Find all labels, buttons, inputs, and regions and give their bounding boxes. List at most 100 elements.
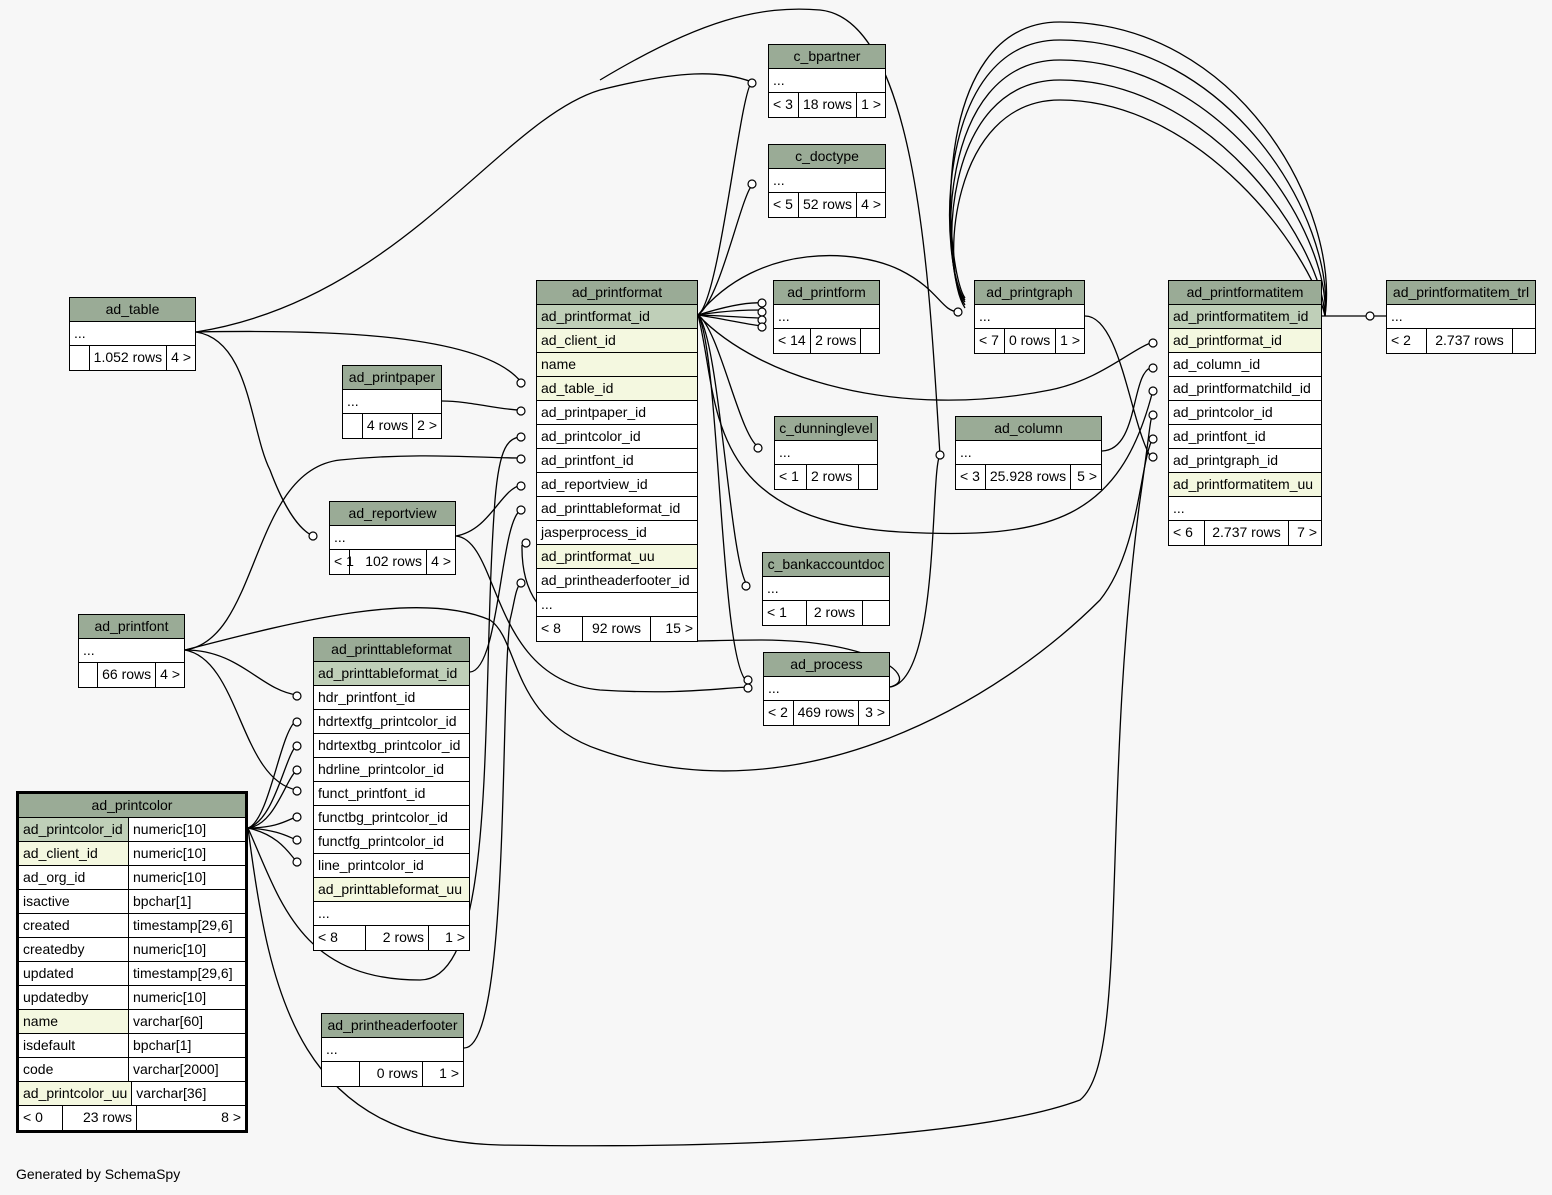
column-ad_printformatitem_uu[interactable]: ad_printformatitem_uu: [1169, 473, 1321, 497]
table-column-row[interactable]: ...: [975, 305, 1084, 329]
column-ad_printtableformat_id[interactable]: ad_printtableformat_id: [537, 497, 697, 521]
table-column-row[interactable]: ...: [769, 69, 885, 93]
table-column-row[interactable]: ...: [774, 305, 879, 329]
column-ad_table_id[interactable]: ad_table_id: [537, 377, 697, 401]
column-hdrline_printcolor_id[interactable]: hdrline_printcolor_id: [314, 758, 469, 782]
column-line_printcolor_id[interactable]: line_printcolor_id: [314, 854, 469, 878]
table-title: ad_printpaper: [343, 366, 441, 390]
table-column-row[interactable]: ...: [775, 441, 877, 465]
table-title: ad_printtableformat: [314, 638, 469, 662]
generated-by-credit: Generated by SchemaSpy: [16, 1166, 181, 1182]
column-ad_printheaderfooter_id[interactable]: ad_printheaderfooter_id: [537, 569, 697, 593]
column-ad_printformatitem_id[interactable]: ad_printformatitem_id: [1169, 305, 1321, 329]
column-functbg_printcolor_id[interactable]: functbg_printcolor_id: [314, 806, 469, 830]
table-column-row[interactable]: ...: [956, 441, 1101, 465]
column-ad_printpaper_id[interactable]: ad_printpaper_id: [537, 401, 697, 425]
column-name[interactable]: name: [537, 353, 697, 377]
table-column-row[interactable]: ...: [769, 169, 885, 193]
table-column-row[interactable]: ...: [764, 677, 889, 701]
column-ad_printfont_id[interactable]: ad_printfont_id: [1169, 425, 1321, 449]
column-hdrtextfg_printcolor_id[interactable]: hdrtextfg_printcolor_id: [314, 710, 469, 734]
column-hdr_printfont_id[interactable]: hdr_printfont_id: [314, 686, 469, 710]
table-ad_printformatitem[interactable]: ad_printformatitem ad_printformatitem_id…: [1168, 280, 1322, 546]
column-jasperprocess_id[interactable]: jasperprocess_id: [537, 521, 697, 545]
table-column-row[interactable]: ...: [330, 526, 455, 550]
column-funct_printfont_id[interactable]: funct_printfont_id: [314, 782, 469, 806]
table-title: ad_column: [956, 417, 1101, 441]
table-title: ad_printheaderfooter: [322, 1014, 463, 1038]
table-title: c_bpartner: [769, 45, 885, 69]
column-ad_printcolor_id[interactable]: ad_printcolor_id: [1169, 401, 1321, 425]
column-ad_column_id[interactable]: ad_column_id: [1169, 353, 1321, 377]
table-column-row[interactable]: ...: [763, 577, 889, 601]
column-functfg_printcolor_id[interactable]: functfg_printcolor_id: [314, 830, 469, 854]
column-ad_printtableformat_uu[interactable]: ad_printtableformat_uu: [314, 878, 469, 902]
table-column-row[interactable]: ...: [343, 390, 441, 414]
column-more[interactable]: ...: [314, 902, 469, 926]
table-column-row[interactable]: ...: [1387, 305, 1535, 329]
column-ad_printformat_uu[interactable]: ad_printformat_uu: [537, 545, 697, 569]
column-ad_reportview_id[interactable]: ad_reportview_id: [537, 473, 697, 497]
table-column-row[interactable]: ...: [79, 639, 184, 663]
column-ad_printcolor_id[interactable]: ad_printcolor_id: [537, 425, 697, 449]
column-more[interactable]: ...: [1169, 497, 1321, 521]
column-ad_printfont_id[interactable]: ad_printfont_id: [537, 449, 697, 473]
column-ad_printformat_id[interactable]: ad_printformat_id: [537, 305, 697, 329]
column-ad_printformat_id[interactable]: ad_printformat_id: [1169, 329, 1321, 353]
column-more[interactable]: ...: [537, 593, 697, 617]
column-ad_client_id[interactable]: ad_client_id: [537, 329, 697, 353]
column-ad_printgraph_id[interactable]: ad_printgraph_id: [1169, 449, 1321, 473]
table-column-row[interactable]: ...: [322, 1038, 463, 1062]
table-ad_printtableformat[interactable]: ad_printtableformat ad_printtableformat_…: [313, 637, 470, 951]
table-title: c_bankaccountdoc: [763, 553, 889, 577]
table-title: ad_printfont: [79, 615, 184, 639]
column-ad_printtableformat_id[interactable]: ad_printtableformat_id: [314, 662, 469, 686]
column-hdrtextbg_printcolor_id[interactable]: hdrtextbg_printcolor_id: [314, 734, 469, 758]
table-ad_printformat[interactable]: ad_printformat ad_printformat_id ad_clie…: [536, 280, 698, 642]
table-column-row[interactable]: ...: [70, 322, 195, 346]
column-ad_printformatchild_id[interactable]: ad_printformatchild_id: [1169, 377, 1321, 401]
